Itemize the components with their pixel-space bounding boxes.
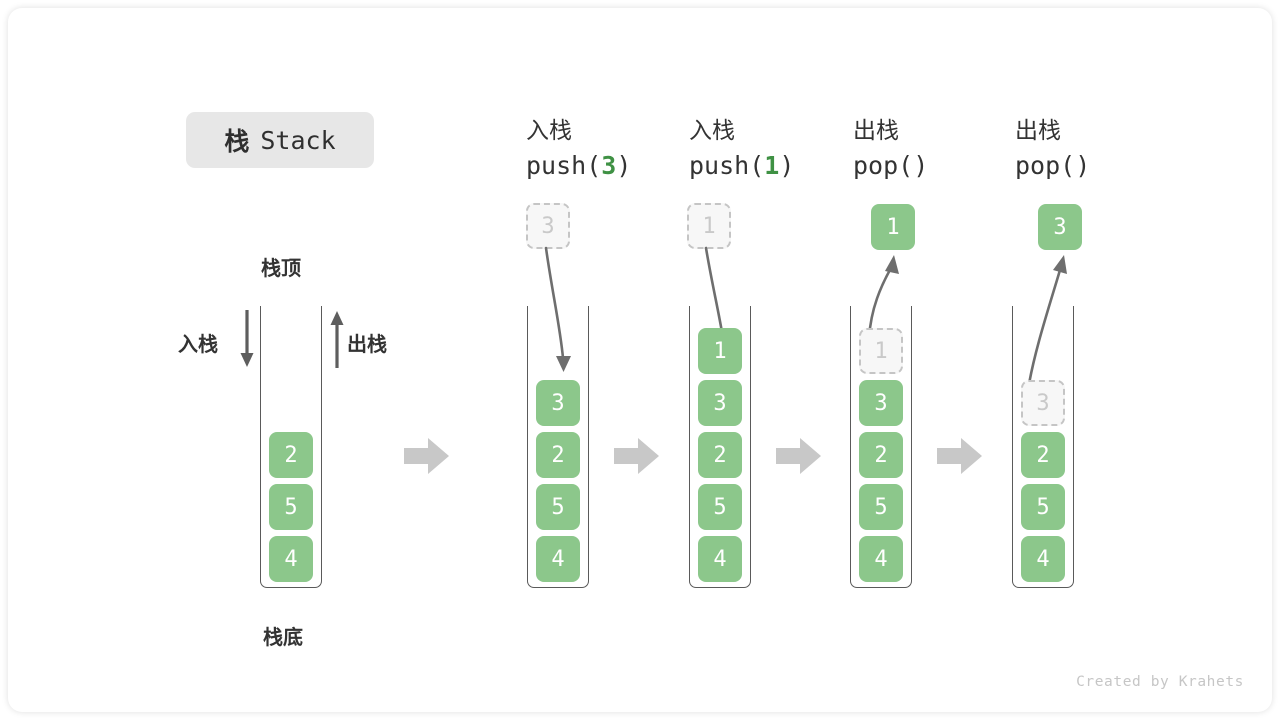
stack-cell: 5 [269, 484, 313, 530]
stack-cell: 2 [536, 432, 580, 478]
stack-cell: 5 [1021, 484, 1065, 530]
stack-cell: 2 [1021, 432, 1065, 478]
watermark-credit: Created by Krahets [1076, 674, 1244, 690]
stack-cell: 3 [859, 380, 903, 426]
stack-container-initial [260, 306, 322, 588]
pop-side-label: 出栈 [347, 334, 387, 356]
operation-code: push(3) [526, 151, 632, 180]
operation-name-cn: 入栈 [689, 117, 735, 143]
column-header-push-1: 入栈 push(1) [689, 112, 794, 184]
stack-cell: 2 [269, 432, 313, 478]
operation-name-cn: 入栈 [526, 117, 572, 143]
vacated-ghost-cell: 1 [859, 328, 903, 374]
push-side-label: 入栈 [178, 334, 218, 356]
stack-cell: 3 [698, 380, 742, 426]
stack-cell: 2 [698, 432, 742, 478]
push-direction-arrow [240, 310, 254, 367]
vacated-ghost-cell: 3 [1021, 380, 1065, 426]
stack-cell: 4 [859, 536, 903, 582]
column-header-pop-3: 出栈 pop() [1015, 112, 1090, 184]
stack-top-label: 栈顶 [261, 258, 301, 280]
page-title-badge: 栈 Stack [186, 112, 374, 168]
operation-code: pop() [853, 151, 929, 180]
stack-bottom-label: 栈底 [263, 627, 303, 649]
flow-arrow-icon [937, 438, 982, 474]
stack-cell: 4 [536, 536, 580, 582]
stack-cell: 5 [859, 484, 903, 530]
stack-cell: 4 [1021, 536, 1065, 582]
title-chinese: 栈 [224, 128, 251, 156]
flow-arrow-icon [614, 438, 659, 474]
diagram-card: 栈 Stack 栈顶 入栈 出栈 2 5 4 栈底 入栈 push(3) 3 3… [8, 8, 1272, 712]
stack-cell: 3 [536, 380, 580, 426]
column-header-pop-1: 出栈 pop() [853, 112, 928, 184]
popped-element-cell: 1 [871, 204, 915, 250]
pop-path-arrow [1026, 255, 1067, 392]
stack-cell: 4 [698, 536, 742, 582]
stack-cell: 1 [698, 328, 742, 374]
stack-container-pop-1 [850, 306, 912, 588]
push-path-arrow [544, 246, 571, 372]
popped-element-cell: 3 [1038, 204, 1082, 250]
pop-direction-arrow [330, 311, 344, 368]
flow-arrow-icon [404, 438, 449, 474]
operation-code: push(1) [689, 151, 795, 180]
title-english: Stack [260, 125, 336, 155]
stack-cell: 4 [269, 536, 313, 582]
stack-cell: 2 [859, 432, 903, 478]
operation-name-cn: 出栈 [853, 117, 899, 143]
stack-cell: 5 [536, 484, 580, 530]
column-header-push-3: 入栈 push(3) [526, 112, 631, 184]
flow-arrow-icon [776, 438, 821, 474]
incoming-ghost-cell: 3 [526, 203, 570, 249]
incoming-ghost-cell: 1 [687, 203, 731, 249]
stack-container-push-3 [527, 306, 589, 588]
stack-cell: 5 [698, 484, 742, 530]
operation-code: pop() [1015, 151, 1091, 180]
operation-name-cn: 出栈 [1015, 117, 1061, 143]
stack-container-push-1 [689, 306, 751, 588]
stack-container-pop-3 [1012, 306, 1074, 588]
